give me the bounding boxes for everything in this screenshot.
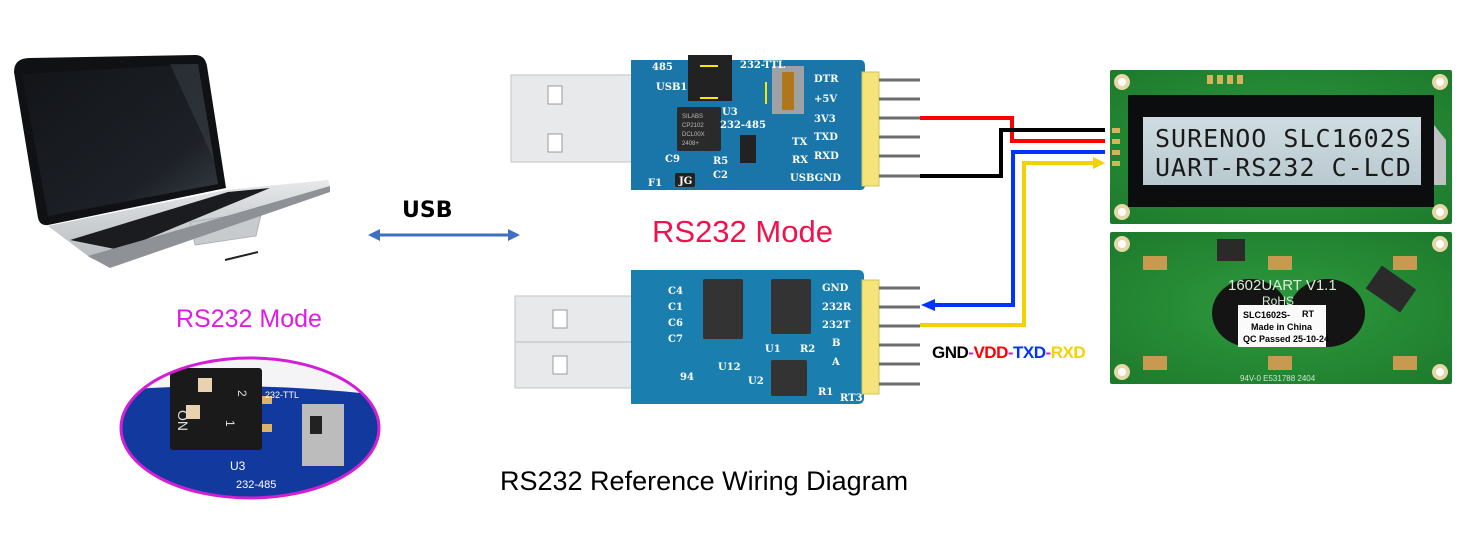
dip-232485-text: 232-485 xyxy=(236,479,276,491)
legend-rxd: RXD xyxy=(1050,343,1086,362)
pin-label-5v: +5V xyxy=(814,94,837,105)
silk-rx: RX xyxy=(792,155,808,166)
sticker-qc: QC Passed 25-10-24 xyxy=(1243,334,1329,344)
silk-485: 485 xyxy=(652,62,673,73)
usb-label: USB xyxy=(402,198,453,223)
tx-chip xyxy=(771,279,811,334)
silk-c7: C7 xyxy=(668,334,683,345)
wire-rxd-arrowhead xyxy=(1093,157,1105,169)
lcd-back: 1602UART V1.1 RoHS SLC1602S- RT Made in … xyxy=(1110,232,1452,384)
dip-u3-text: U3 xyxy=(230,459,246,473)
rohs-mark: RoHS xyxy=(1262,294,1294,308)
board-version: 1602UART V1.1 xyxy=(1228,277,1337,294)
legend-gnd: GND xyxy=(932,343,969,362)
pin-label-3v3: 3V3 xyxy=(814,114,836,125)
silk-u2: U2 xyxy=(748,376,764,387)
lcd-line-2: UART-RS232 C-LCD xyxy=(1155,153,1412,182)
silk-jg: JG xyxy=(678,176,692,187)
silk-usb1: USB1 xyxy=(656,82,687,93)
chip-line-1: SILABS xyxy=(682,114,703,120)
wire-txd-arrowhead xyxy=(921,299,935,311)
usb-plug-top xyxy=(510,74,642,163)
mode-label-center: RS232 Mode xyxy=(652,214,833,249)
legend-sep: - xyxy=(968,343,974,362)
converter-bottom: C4 C1 C6 C7 U12 U1 R2 U2 R1 94 GND 232R … xyxy=(514,270,920,404)
sticker-model: SLC1602S- xyxy=(1243,310,1290,320)
pin-label-232t: 232T xyxy=(822,320,851,331)
dip-1-label: 1 xyxy=(223,420,237,427)
wire-rxd xyxy=(920,161,1095,327)
silk-r5: R5 xyxy=(713,156,728,167)
laptop-image xyxy=(14,55,330,268)
legend-sep: - xyxy=(1007,343,1014,362)
qc-sticker xyxy=(1238,305,1326,347)
silk-u1: U1 xyxy=(765,344,781,355)
chip-line-2: CP2102 xyxy=(682,123,704,129)
silk-c6: C6 xyxy=(668,318,683,329)
dip-232ttl-text: 232-TTL xyxy=(265,390,299,400)
silk-r1: R1 xyxy=(818,387,833,398)
silk-232ttl: 232-TTL xyxy=(740,60,785,71)
silk-c4: C4 xyxy=(668,286,683,297)
sp3232-chip xyxy=(703,279,743,339)
lcd-line-1: SURENOO SLC1602S xyxy=(1155,124,1412,153)
cp2102-chip xyxy=(677,107,721,151)
pin-label-b: B xyxy=(832,338,840,349)
usb-double-arrow xyxy=(368,229,520,241)
silk-c9: C9 xyxy=(665,154,680,165)
pin-label-gnd: GND xyxy=(822,283,849,294)
diagram-title: RS232 Reference Wiring Diagram xyxy=(500,466,909,496)
wire-color-legend: GND-VDD-TXD-RXD xyxy=(932,343,1086,363)
pin-label-txd: TXD xyxy=(814,132,838,143)
wire-txd xyxy=(935,150,1105,307)
sticker-rt: RT xyxy=(1302,309,1314,319)
chip-line-3: DCL00X xyxy=(682,132,705,138)
silk-f1: F1 xyxy=(648,178,662,189)
pin-label-rt3: RT3 xyxy=(840,393,863,404)
mode-label-left: RS232 Mode xyxy=(176,305,322,333)
pin-label-dtr: DTR xyxy=(814,74,839,85)
wire-gnd xyxy=(920,128,1105,178)
pin-label-rxd: RXD xyxy=(814,151,839,162)
dip-2-label: 2 xyxy=(235,390,249,397)
legend-txd: TXD xyxy=(1013,343,1046,362)
sticker-origin: Made in China xyxy=(1251,322,1313,332)
converter-top: SILABS CP2102 DCL00X 2408+ 485 USB1 232-… xyxy=(510,55,920,190)
silk-u3: U3 xyxy=(722,107,738,118)
dip-switch-closeup: ON 1 2 232-TTL 485 U3 232-485 xyxy=(119,356,381,500)
wires xyxy=(920,116,1105,327)
pin-header-top xyxy=(861,71,880,187)
board-footer: 94V-0 E531788 2404 xyxy=(1240,374,1316,383)
legend-sep: - xyxy=(1045,343,1052,362)
legend-vdd: VDD xyxy=(973,343,1008,362)
pin-label-usbgnd: USBGND xyxy=(790,173,841,184)
max485-chip xyxy=(771,360,807,396)
silk-r2: R2 xyxy=(800,344,815,355)
chip-line-4: 2408+ xyxy=(682,141,699,147)
silk-232485: 232-485 xyxy=(720,120,766,131)
pin-label-232r: 232R xyxy=(822,302,852,313)
silk-u12: U12 xyxy=(718,362,741,373)
silk-c2: C2 xyxy=(713,170,728,181)
pin-header-bottom xyxy=(861,279,880,395)
dip-on-label: ON xyxy=(175,410,191,431)
silk-tx: TX xyxy=(792,137,807,148)
lcd-front: SURENOO SLC1602S UART-RS232 C-LCD xyxy=(1110,70,1452,224)
closeup-border xyxy=(119,356,381,500)
silk-c1: C1 xyxy=(668,302,683,313)
silk-94: 94 xyxy=(680,372,694,383)
pin-label-a: A xyxy=(831,357,840,368)
